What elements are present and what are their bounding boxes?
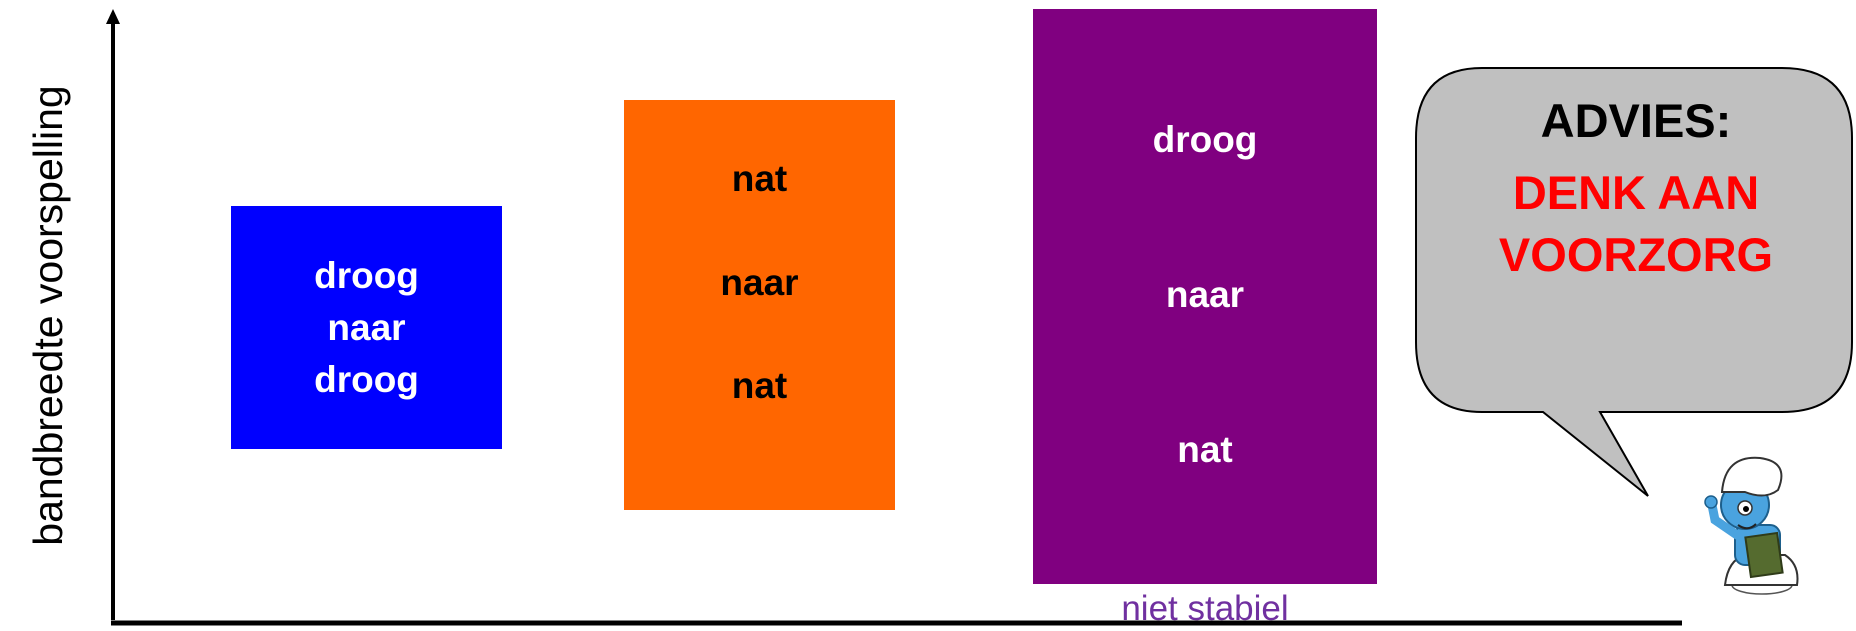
advice-line-1: DENK AAN (1512, 166, 1760, 219)
block-line: nat (731, 158, 788, 199)
block-wet-to-wet: nat naar nat (624, 100, 895, 510)
block-line: droog (1152, 119, 1258, 160)
unstable-label: niet stabiel (1121, 589, 1289, 628)
y-axis-arrowhead (106, 9, 120, 24)
block-line: naar (720, 262, 799, 303)
block-dry-to-dry: droog naar droog (231, 206, 502, 449)
block-line: naar (1165, 274, 1245, 315)
advice-speech-bubble (1415, 67, 1853, 497)
advice-line-2: VOORZORG (1498, 228, 1774, 281)
smurf-icon (1704, 456, 1799, 595)
block-line: nat (731, 365, 788, 406)
advice-heading: ADVIES: (1540, 94, 1732, 147)
block-dry-to-wet: droog naar nat (1033, 9, 1377, 584)
advice-text: ADVIES: DENK AAN VOORZORG (1418, 90, 1854, 286)
y-axis-label: bandbreedte voorspelling (25, 85, 71, 546)
block-line: droog (314, 358, 419, 400)
block-line: nat (1177, 429, 1233, 470)
block-line: naar (327, 306, 406, 348)
block-line: droog (314, 254, 419, 296)
